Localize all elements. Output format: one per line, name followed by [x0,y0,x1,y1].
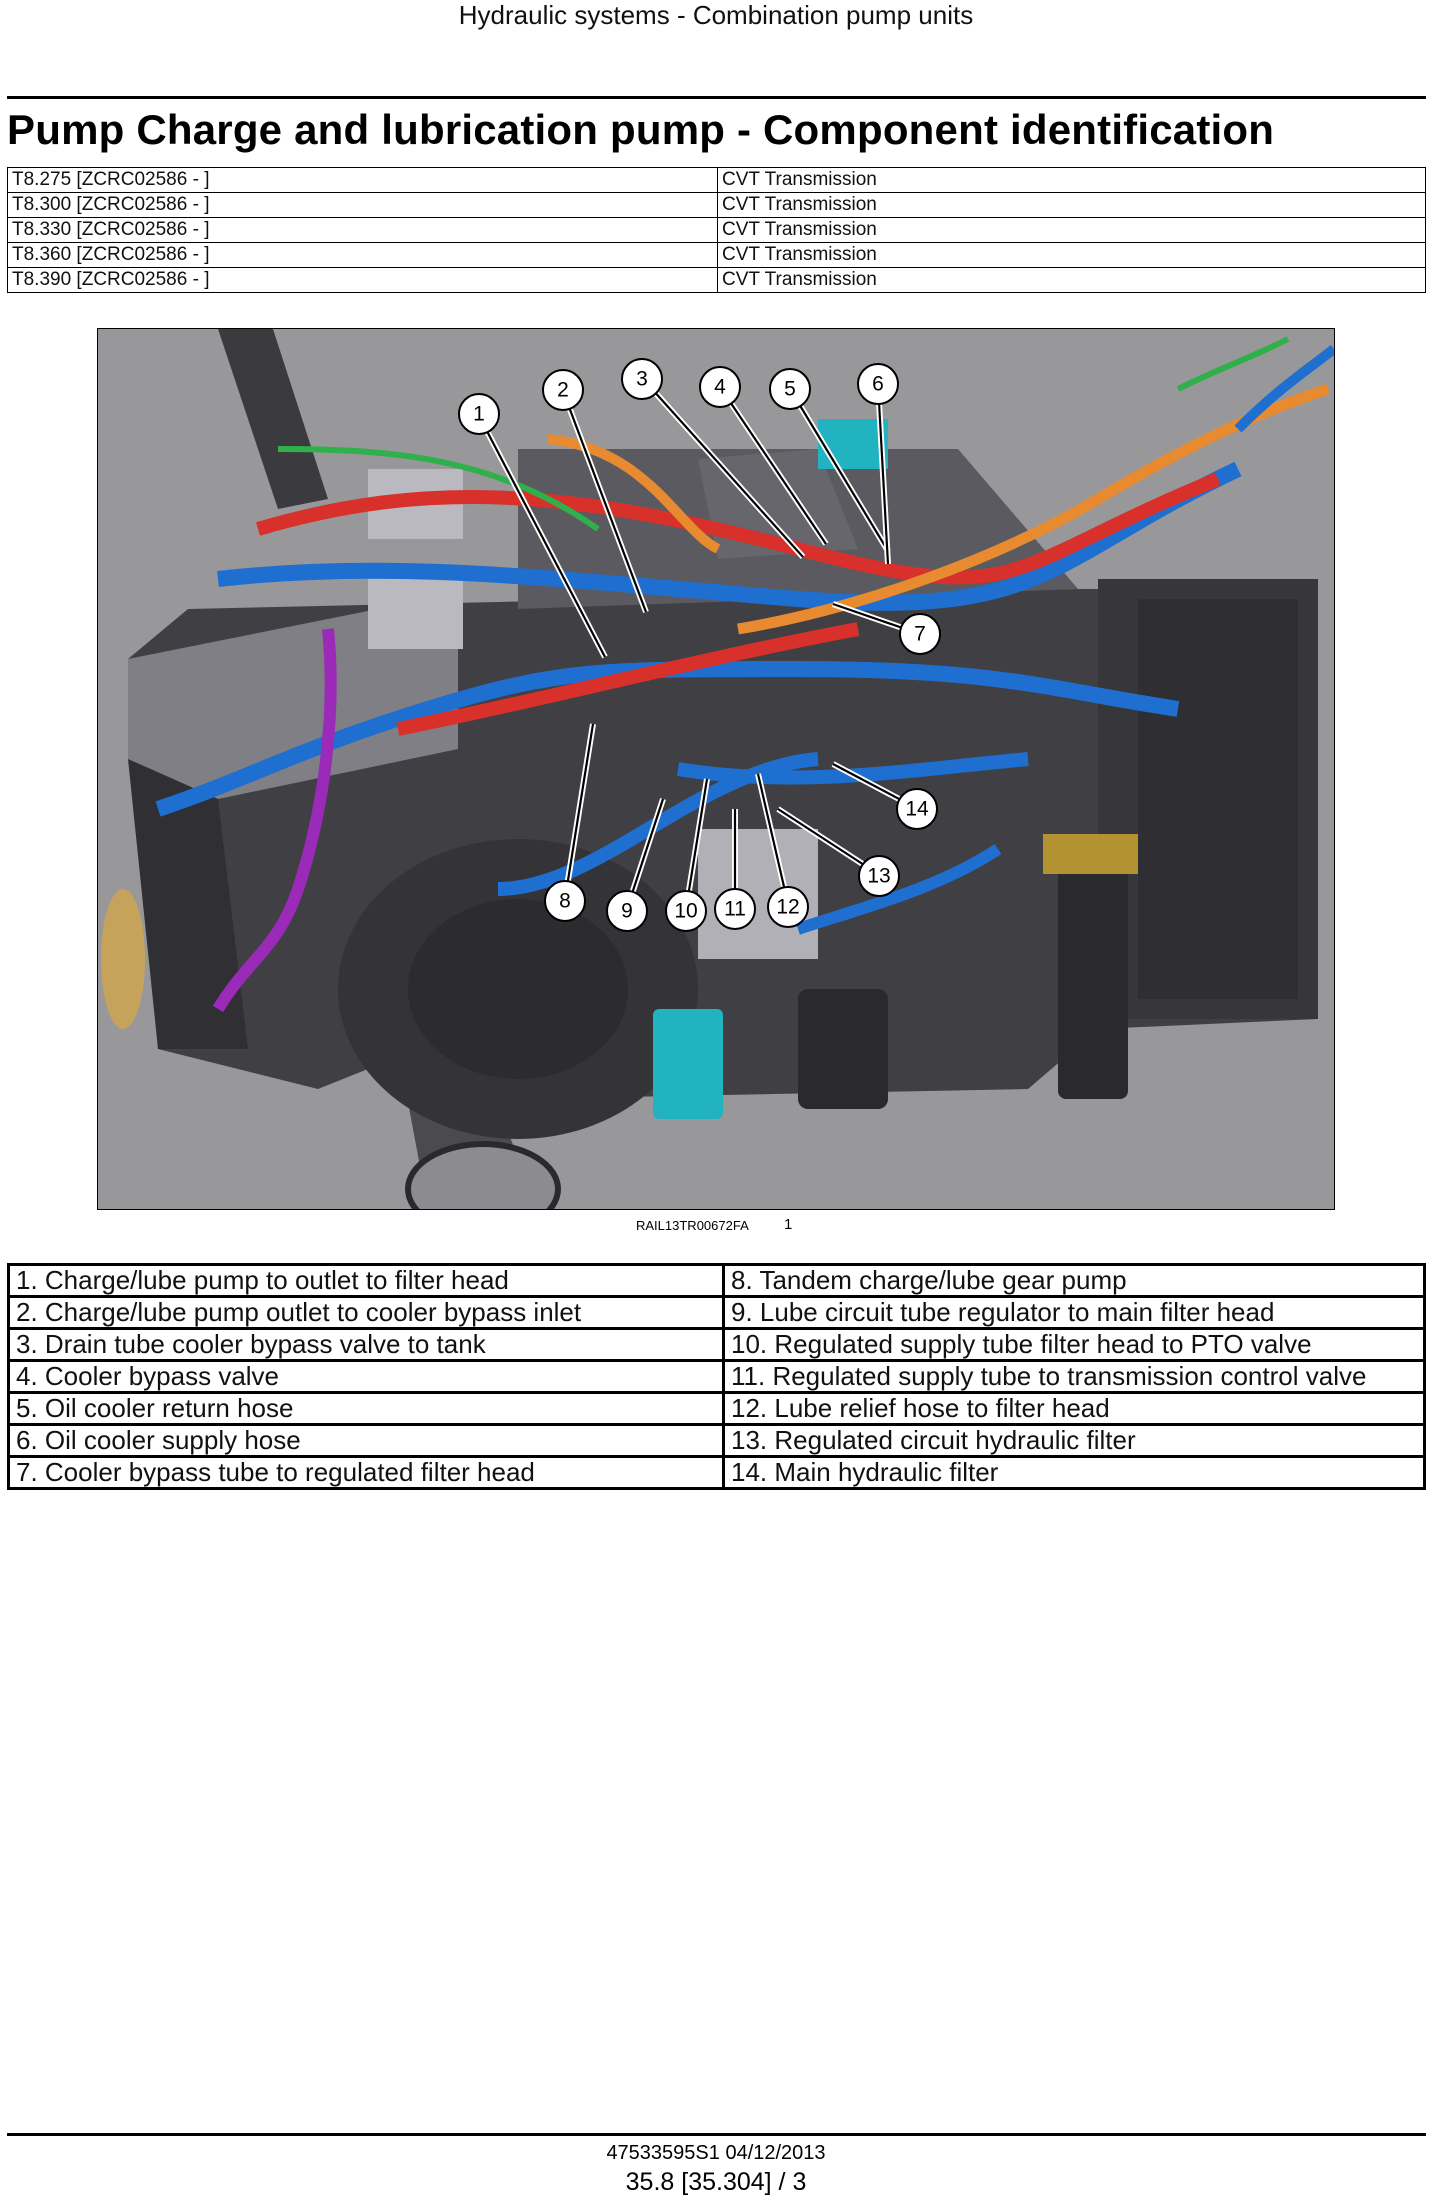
header-rule [7,96,1426,99]
svg-text:10: 10 [674,900,697,923]
model-cell: T8.275 [ZCRC02586 - ] [7,167,718,193]
legend-item: 7. Cooler bypass tube to regulated filte… [7,1455,725,1490]
callout-3: 3 [621,358,663,400]
callout-2: 2 [542,369,584,411]
document-code: 47533595S1 04/12/2013 [606,2142,826,2164]
table-row: 2. Charge/lube pump outlet to cooler byp… [7,1295,1426,1330]
footer-rule [7,2133,1426,2136]
callout-5: 5 [769,368,811,410]
legend-item: 3. Drain tube cooler bypass valve to tan… [7,1327,725,1362]
figure-number: 1 [784,1216,793,1233]
transmission-illustration: 1 2 3 4 5 6 7 8 9 10 11 12 13 14 [97,328,1335,1210]
table-row: T8.360 [ZCRC02586 - ] CVT Transmission [7,242,1426,268]
model-applicability-table: T8.275 [ZCRC02586 - ] CVT Transmission T… [7,167,1426,293]
table-row: 7. Cooler bypass tube to regulated filte… [7,1455,1426,1490]
legend-item: 13. Regulated circuit hydraulic filter [722,1423,1426,1458]
table-row: 5. Oil cooler return hose 12. Lube relie… [7,1391,1426,1426]
legend-item: 11. Regulated supply tube to transmissio… [722,1359,1426,1394]
svg-text:14: 14 [905,798,929,821]
model-cell: T8.390 [ZCRC02586 - ] [7,267,718,293]
svg-text:11: 11 [724,898,746,921]
callout-4: 4 [699,366,741,408]
section-header: Hydraulic systems - Combination pump uni… [458,0,974,30]
callout-8: 8 [544,880,586,922]
model-cell: T8.300 [ZCRC02586 - ] [7,192,718,218]
callout-9: 9 [606,890,648,932]
legend-item: 8. Tandem charge/lube gear pump [722,1263,1426,1298]
callout-1: 1 [458,393,500,435]
svg-text:12: 12 [776,896,799,919]
transmission-drawing: 1 2 3 4 5 6 7 8 9 10 11 12 13 14 [98,329,1334,1209]
table-row: T8.300 [ZCRC02586 - ] CVT Transmission [7,192,1426,218]
component-legend-table: 1. Charge/lube pump to outlet to filter … [7,1263,1426,1490]
svg-text:9: 9 [621,900,633,923]
table-row: 1. Charge/lube pump to outlet to filter … [7,1263,1426,1298]
svg-text:1: 1 [473,403,485,426]
legend-item: 1. Charge/lube pump to outlet to filter … [7,1263,725,1298]
svg-text:6: 6 [872,373,884,396]
transmission-cell: CVT Transmission [717,267,1426,293]
transmission-cell: CVT Transmission [717,242,1426,268]
transmission-cell: CVT Transmission [717,192,1426,218]
callout-10: 10 [665,890,707,932]
svg-text:5: 5 [784,378,796,401]
model-cell: T8.330 [ZCRC02586 - ] [7,217,718,243]
callout-14: 14 [896,788,938,830]
page-title: Pump Charge and lubrication pump - Compo… [7,106,1275,153]
model-cell: T8.360 [ZCRC02586 - ] [7,242,718,268]
table-row: 6. Oil cooler supply hose 13. Regulated … [7,1423,1426,1458]
legend-item: 6. Oil cooler supply hose [7,1423,725,1458]
image-code: RAIL13TR00672FA [636,1218,749,1233]
legend-item: 9. Lube circuit tube regulator to main f… [722,1295,1426,1330]
svg-text:4: 4 [714,376,726,399]
legend-item: 4. Cooler bypass valve [7,1359,725,1394]
callout-13: 13 [858,855,900,897]
legend-item: 12. Lube relief hose to filter head [722,1391,1426,1426]
page-number: 35.8 [35.304] / 3 [625,2168,807,2196]
transmission-cell: CVT Transmission [717,167,1426,193]
transmission-cell: CVT Transmission [717,217,1426,243]
table-row: 3. Drain tube cooler bypass valve to tan… [7,1327,1426,1362]
legend-item: 2. Charge/lube pump outlet to cooler byp… [7,1295,725,1330]
table-row: T8.390 [ZCRC02586 - ] CVT Transmission [7,267,1426,293]
table-row: 4. Cooler bypass valve 11. Regulated sup… [7,1359,1426,1394]
svg-text:13: 13 [867,865,890,888]
svg-text:8: 8 [559,890,571,913]
table-row: T8.275 [ZCRC02586 - ] CVT Transmission [7,167,1426,193]
svg-text:3: 3 [636,368,648,391]
svg-text:7: 7 [914,623,926,646]
callout-6: 6 [857,363,899,405]
callout-12: 12 [767,886,809,928]
legend-item: 14. Main hydraulic filter [722,1455,1426,1490]
legend-item: 10. Regulated supply tube filter head to… [722,1327,1426,1362]
svg-text:2: 2 [557,379,569,402]
callout-11: 11 [714,888,756,930]
legend-item: 5. Oil cooler return hose [7,1391,725,1426]
table-row: T8.330 [ZCRC02586 - ] CVT Transmission [7,217,1426,243]
callout-7: 7 [899,613,941,655]
